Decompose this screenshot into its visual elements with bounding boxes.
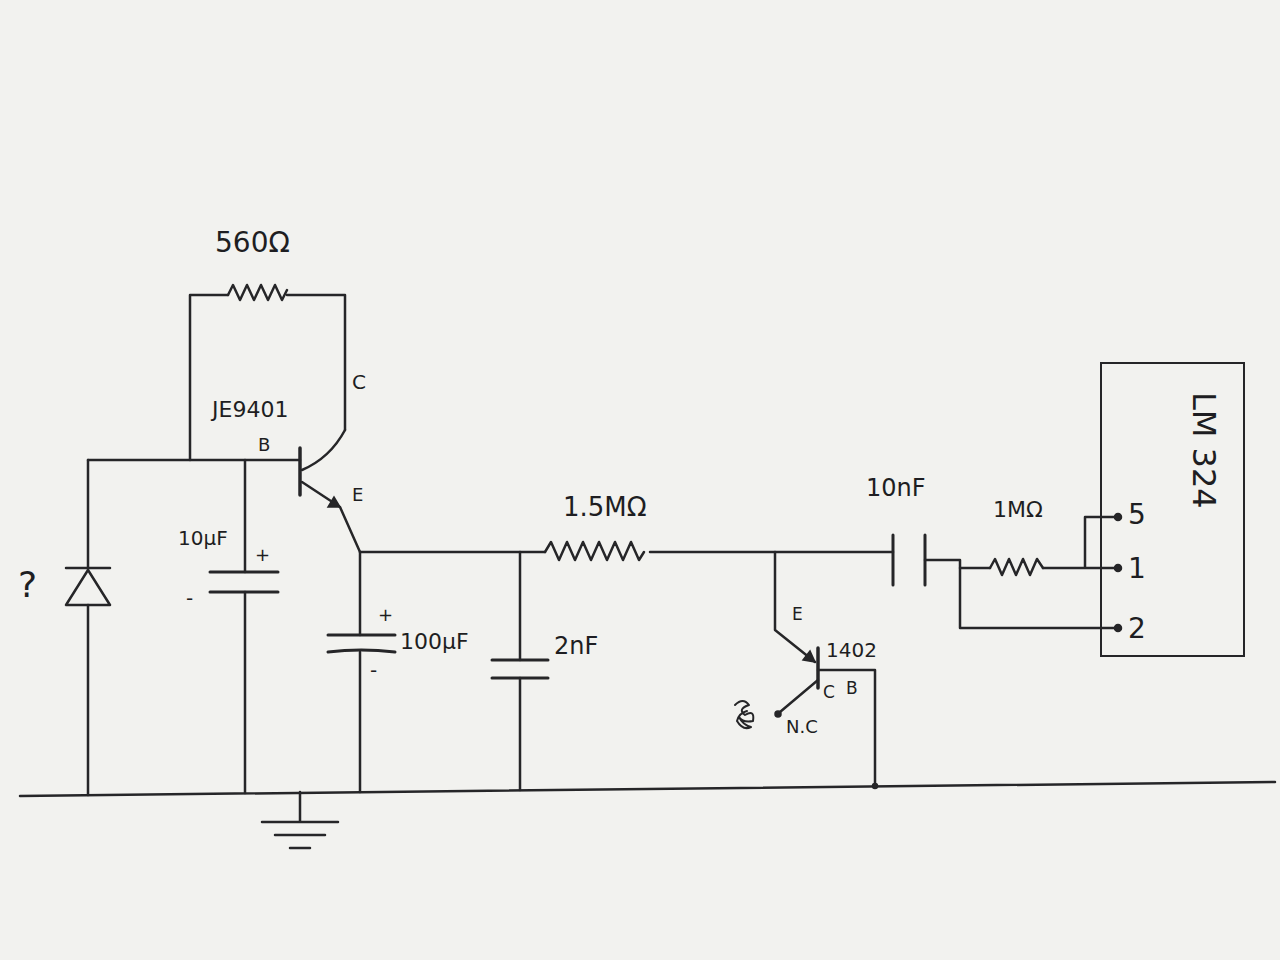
pin-number: 5 [1128, 500, 1146, 529]
value-label: 100µF [400, 630, 469, 653]
symbol-marks [328, 497, 1122, 789]
transistor-collector [780, 680, 818, 712]
scribble [735, 701, 753, 728]
polarity-mark: + [378, 606, 393, 625]
diode-symbol [66, 568, 110, 605]
capacitor-symbol [893, 535, 925, 585]
pin-dot [1115, 514, 1122, 521]
part-number: 1402 [826, 640, 877, 661]
wire [244, 460, 247, 793]
resistor-symbol [228, 285, 287, 300]
wire [359, 552, 362, 792]
pin-letter: E [352, 486, 363, 505]
pin-number: 2 [1128, 614, 1146, 643]
capacitor-symbol [210, 572, 278, 592]
pin-letter: B [258, 436, 270, 455]
emitter-arrow [803, 651, 815, 662]
pin-number: 1 [1128, 554, 1146, 583]
wire [519, 552, 522, 790]
question-mark: ? [18, 566, 37, 604]
value-label: 560Ω [215, 228, 290, 257]
wire-group [20, 285, 1275, 848]
pin-letter: B [846, 680, 858, 698]
transistor-collector [302, 430, 345, 470]
resistor-symbol [545, 542, 644, 560]
junction-dot [873, 784, 878, 789]
value-label: 1.5MΩ [563, 494, 647, 521]
chip-box: LM 324 5 1 2 [1100, 362, 1245, 657]
wire [1043, 517, 1118, 568]
wire [960, 567, 990, 570]
transistor-emitter [302, 482, 360, 552]
value-label: 10nF [866, 476, 926, 501]
polarity-mark: - [186, 588, 193, 609]
polarity-mark: - [370, 660, 377, 681]
value-label: 10µF [178, 528, 228, 549]
wire [88, 459, 300, 462]
value-label: 1MΩ [993, 498, 1043, 521]
capacitor-symbol [328, 635, 395, 652]
pin-letter: N.C [786, 718, 818, 737]
wire [360, 551, 545, 554]
chip-name: LM 324 [1186, 392, 1220, 509]
pin-letter: C [823, 684, 835, 702]
pin-letter: C [352, 372, 366, 393]
ground-rail [20, 782, 1275, 796]
pin-dot [1115, 625, 1122, 632]
transistor-emitter [775, 552, 815, 662]
ground-symbol [262, 792, 338, 848]
capacitor-symbol [492, 660, 548, 678]
wire [287, 295, 345, 430]
transistor-base [298, 448, 302, 495]
wire [925, 560, 1118, 628]
wire [87, 460, 90, 795]
emitter-arrow [328, 497, 340, 507]
resistor-symbol [990, 559, 1043, 575]
pin-letter: E [792, 606, 803, 624]
polarity-mark: + [255, 546, 270, 565]
wire [818, 670, 875, 786]
pin-dot [775, 711, 781, 717]
value-label: 2nF [554, 634, 598, 659]
wire [190, 295, 228, 460]
pin-dot [1115, 565, 1122, 572]
part-number: JE9401 [212, 398, 288, 421]
wire [650, 551, 893, 554]
